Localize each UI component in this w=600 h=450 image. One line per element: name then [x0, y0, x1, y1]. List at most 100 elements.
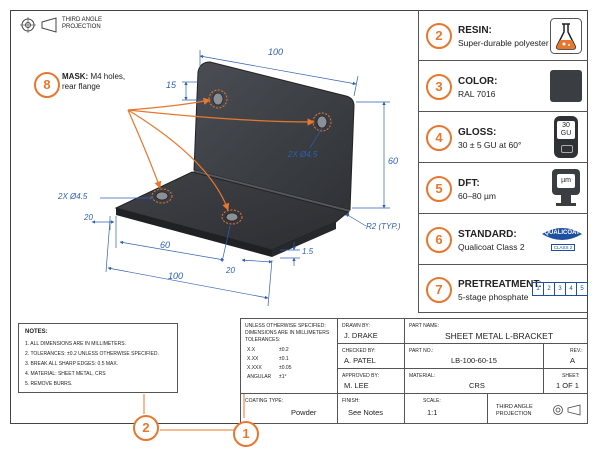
tb-sheet: SHEET: 1 OF 1 [543, 368, 588, 394]
dft-value: 60–80 µm [458, 191, 496, 201]
dimension-lines [91, 50, 390, 307]
stage-5-chevron: 5 [576, 282, 588, 296]
tb-scale-value: 1:1 [427, 408, 438, 417]
tb-checked-by-label: CHECKED BY: [342, 348, 376, 354]
tb-scale-label: SCALE: [423, 398, 441, 404]
tb-tol-val-4: ±1° [279, 374, 287, 380]
callout-7-badge: 7 [426, 277, 452, 303]
thickness-gauge-base [556, 203, 576, 206]
tb-approved-by-label: APPROVED BY: [342, 373, 379, 379]
mask-callout-text: MASK: M4 holes, rear flange [62, 72, 125, 92]
gloss-meter-button [561, 145, 573, 153]
tb-tolerances-label: TOLERANCES: [245, 337, 281, 343]
projection-label: THIRD ANGLE PROJECTION [62, 17, 102, 31]
tb-part-name-label: PART NAME: [409, 323, 440, 329]
tb-projection-symbol-icon [553, 404, 581, 416]
gloss-meter-display: 30 GU [557, 121, 575, 139]
tb-projection-line1: THIRD ANGLE [496, 404, 533, 410]
tb-material-label: MATERIAL: [409, 373, 436, 379]
tb-drawn-by-value: J. DRAKE [344, 331, 378, 340]
tb-part-no-label: PART NO.: [409, 348, 434, 354]
tb-tol-val-1: ±0.2 [279, 347, 289, 353]
tb-unless-line1: UNLESS OTHERWISE SPECIFIED: [245, 323, 326, 329]
spec-row-resin: 2 RESIN: Super-durable polyester [418, 10, 588, 61]
standard-value: Qualicoat Class 2 [458, 242, 525, 252]
callout-6-badge: 6 [426, 227, 452, 253]
gloss-meter-icon: 30 GU [554, 116, 578, 158]
dim-100-bottom: 100 [168, 271, 184, 281]
note-item-2: 2. TOLERANCES: ±0.2 UNLESS OTHERWISE SPE… [25, 351, 159, 357]
tb-part-no-value: LB-100-60-15 [451, 356, 497, 365]
tb-coating-label: COATING TYPE: [245, 398, 284, 404]
qualicoat-text: QUALICOAT [544, 230, 580, 236]
dim-20-bottom: 20 [226, 266, 235, 275]
tb-rev-value: A [570, 356, 576, 365]
color-label: COLOR: [458, 76, 498, 87]
dim-60: 60 [160, 240, 171, 250]
spec-row-standard: 6 STANDARD: Qualicoat Class 2 QUALICOAT … [418, 214, 588, 265]
tb-coating-value: Powder [291, 408, 317, 417]
tb-part-name: PART NAME: SHEET METAL L-BRACKET [404, 318, 588, 344]
resin-label: RESIN: [458, 25, 492, 36]
tb-part-name-value: SHEET METAL L-BRACKET [445, 331, 554, 341]
mask-text-line2: rear flange [62, 82, 101, 91]
callout-5-badge: 5 [426, 176, 452, 202]
note-item-3: 3. BREAK ALL SHARP EDGES: 0.5 MAX. [25, 361, 119, 367]
dim-hole-base: 2X Ø4.5 [58, 192, 88, 201]
tb-finish-value: See Notes [348, 408, 384, 417]
tb-drawn-by: DRAWN BY: J. DRAKE [337, 318, 405, 344]
gloss-meter-value: 30 [562, 122, 570, 129]
dim-20-left: 20 [84, 213, 93, 222]
tb-finish-label: FINISH: [342, 398, 360, 404]
resin-value: Super-durable polyester [458, 38, 549, 48]
qualicoat-class: CLASS 2 [551, 244, 575, 251]
dim-hole-rear: 2X Ø4.5 [288, 150, 318, 159]
mask-title: MASK: [62, 72, 89, 81]
color-value: RAL 7016 [458, 89, 496, 99]
base-flange [114, 171, 350, 257]
notes-box: NOTES: 1. ALL DIMENSIONS ARE IN MILLIMET… [18, 323, 178, 393]
qualicoat-swoosh-icon [542, 228, 582, 240]
dft-label: DFT: [458, 178, 480, 189]
tb-checked-by: CHECKED BY: A. PATEL [337, 343, 405, 369]
dim-radius-typ: R2 (TYP.) [366, 222, 401, 231]
tb-tol-val-2: ±0.1 [279, 356, 289, 362]
callout-4-badge: 4 [426, 125, 452, 151]
thickness-gauge-icon: µm [552, 169, 580, 195]
dim-flange-15: 15 [166, 80, 177, 90]
gloss-meter-unit: GU [560, 130, 572, 137]
callout-2-bottom-badge: 2 [133, 415, 159, 441]
tb-tol-val-3: ±0.05 [279, 365, 292, 371]
projection-symbol-icon [20, 17, 57, 33]
dim-height-60: 60 [388, 156, 399, 166]
tb-part-no: PART NO.: LB-100-60-15 [404, 343, 544, 369]
note-item-1: 1. ALL DIMENSIONS ARE IN MILLIMETERS. [25, 341, 126, 347]
qualicoat-logo: QUALICOAT CLASS 2 [540, 224, 584, 254]
tb-rev: REV.: A [543, 343, 588, 369]
bracket-isometric-view [91, 50, 390, 307]
tb-sheet-value: 1 OF 1 [556, 381, 579, 390]
tb-finish: FINISH: See Notes [337, 393, 405, 424]
tb-projection: THIRD ANGLE PROJECTION [487, 393, 588, 424]
thickness-gauge-probe [561, 195, 571, 203]
tb-material: MATERIAL: CRS [404, 368, 544, 394]
gloss-value: 30 ± 5 GU at 60° [458, 140, 522, 150]
callout-3-badge: 3 [426, 74, 452, 100]
projection-label-line2: PROJECTION [62, 24, 101, 30]
gloss-label: GLOSS: [458, 127, 497, 138]
spec-column-divider [418, 10, 419, 313]
base-flange-hole-left [151, 188, 173, 204]
pretreatment-label: PRETREATMENT: [458, 279, 542, 290]
standard-label: STANDARD: [458, 229, 517, 240]
spec-row-gloss: 4 GLOSS: 30 ± 5 GU at 60° 30 GU [418, 112, 588, 163]
callout-1-badge: 1 [233, 421, 259, 447]
callout-8-badge: 8 [34, 72, 60, 98]
tb-rev-label: REV.: [570, 348, 583, 354]
dim-width-100-top: 100 [268, 47, 284, 57]
tb-drawn-by-label: DRAWN BY: [342, 323, 370, 329]
tb-tol-key-1: X.X [247, 347, 256, 353]
note-item-4: 4. MATERIAL: SHEET METAL, CRS [25, 371, 106, 377]
mask-leader-lines [127, 97, 315, 211]
color-swatch [550, 70, 582, 102]
